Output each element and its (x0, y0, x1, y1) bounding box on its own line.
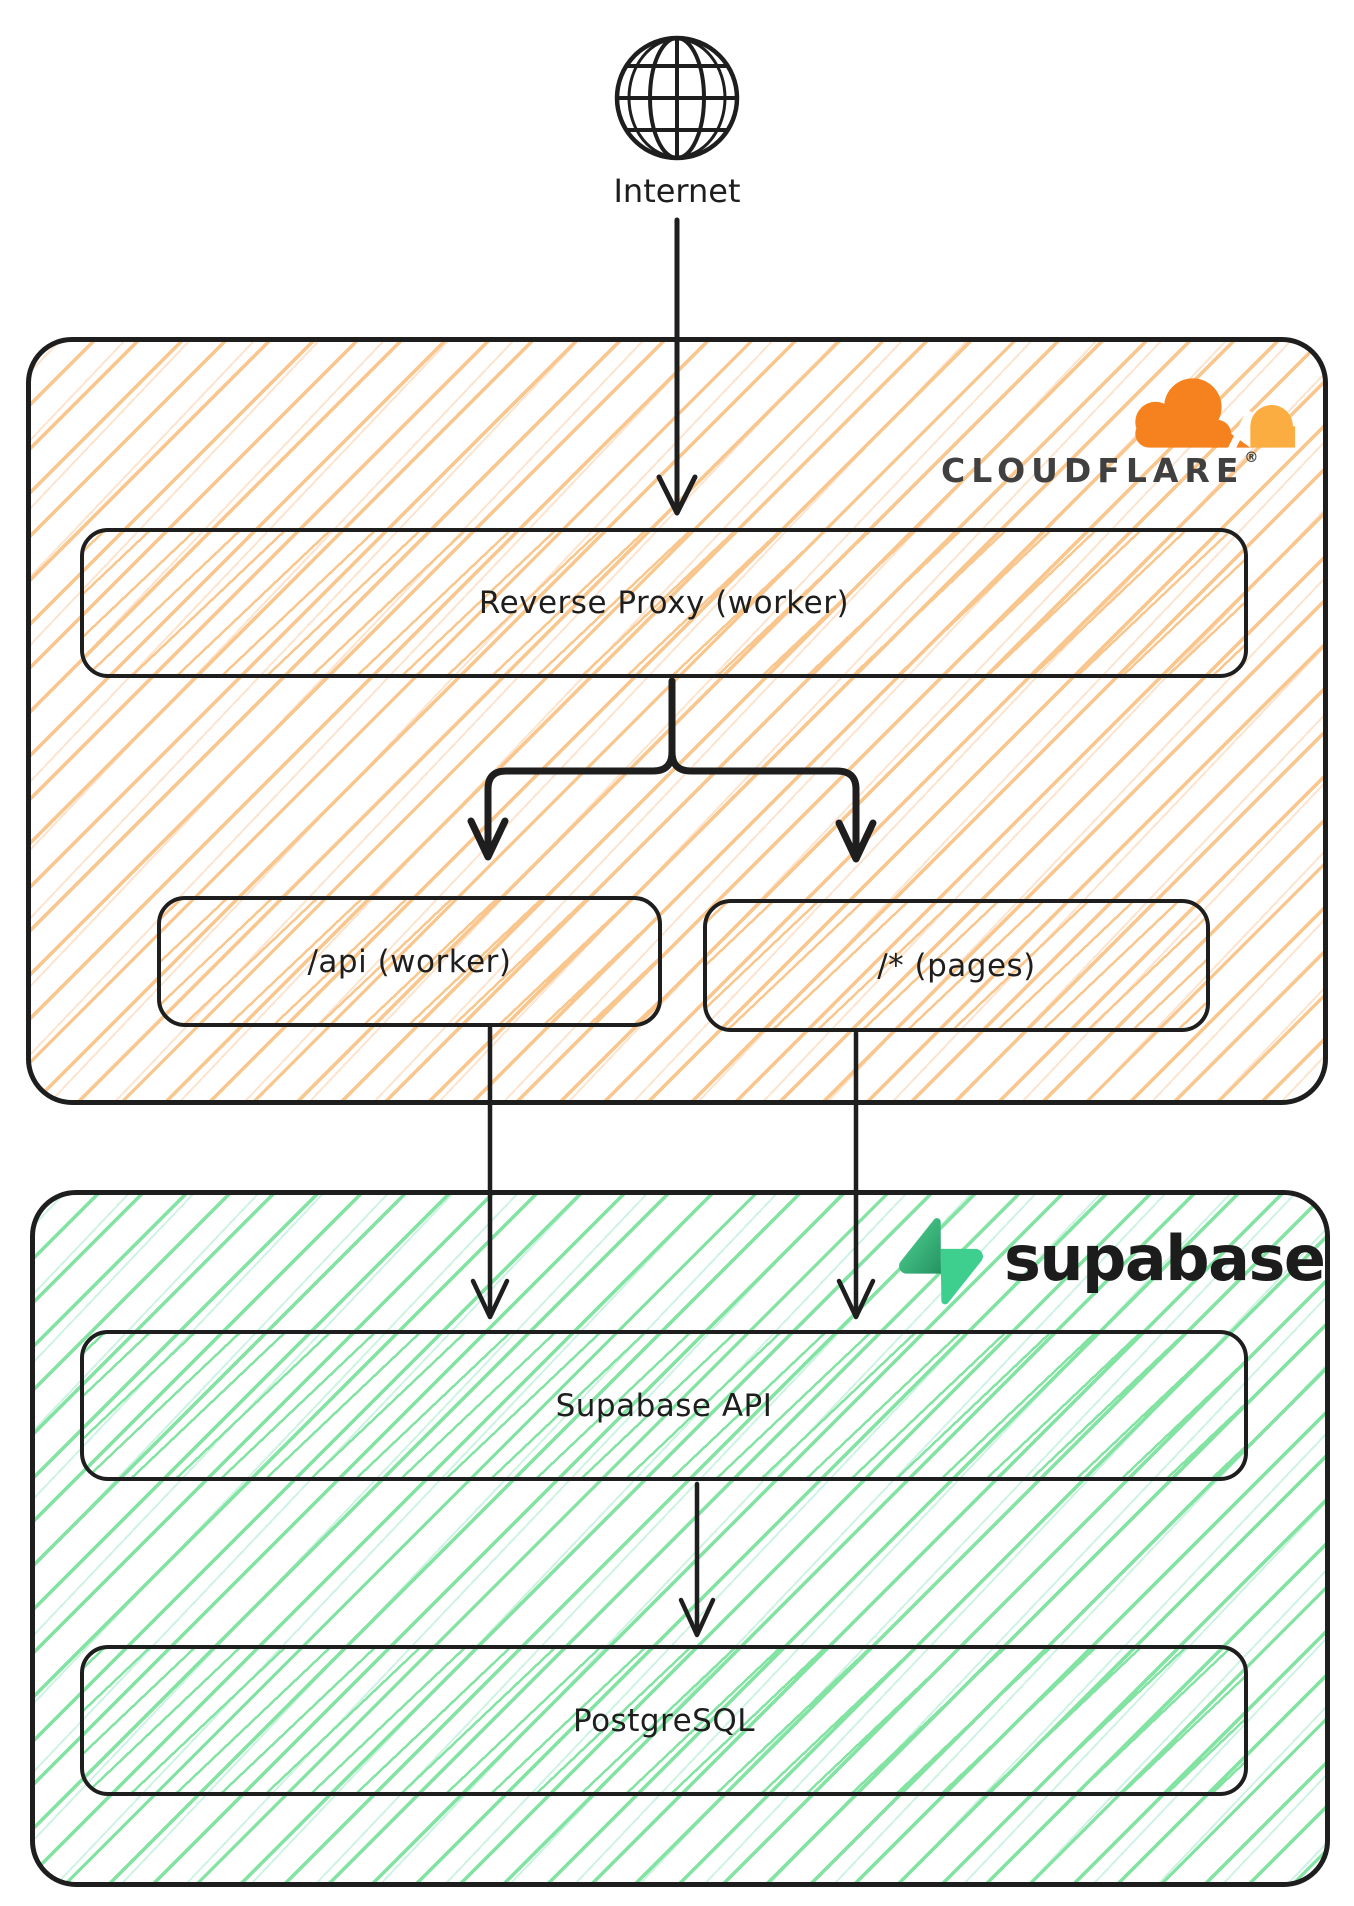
cloudflare-wordmark: CLOUDFLARE® (941, 450, 1258, 490)
supabase-api-label: Supabase API (555, 1387, 773, 1424)
pages-label: /* (pages) (877, 947, 1036, 984)
cloudflare-brand-text: CLOUDFLARE (941, 451, 1245, 490)
supabase-wordmark: supabase (1004, 1222, 1326, 1295)
reverse-proxy-node: Reverse Proxy (worker) (80, 528, 1248, 678)
api-worker-label: /api (worker) (307, 943, 512, 980)
cloudflare-logo-icon (1135, 378, 1296, 452)
registered-mark: ® (1244, 450, 1259, 466)
supabase-api-node: Supabase API (80, 1330, 1248, 1481)
api-worker-node: /api (worker) (157, 896, 662, 1027)
internet-globe-icon (614, 35, 740, 161)
pages-node: /* (pages) (703, 899, 1210, 1032)
postgresql-label: PostgreSQL (572, 1702, 756, 1739)
supabase-logo-icon (899, 1218, 983, 1305)
internet-label: Internet (613, 172, 741, 210)
postgresql-node: PostgreSQL (80, 1645, 1248, 1796)
reverse-proxy-label: Reverse Proxy (worker) (478, 585, 850, 621)
